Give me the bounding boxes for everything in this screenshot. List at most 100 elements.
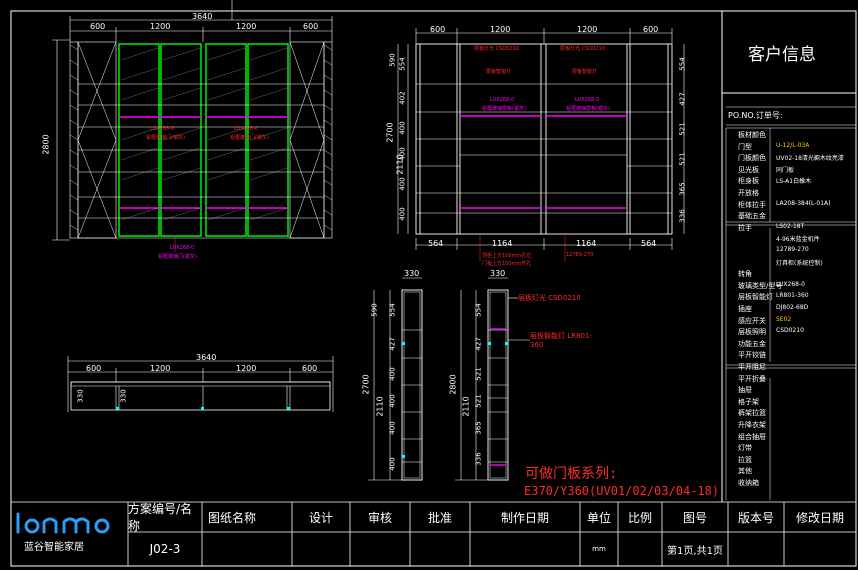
customer-row-label: 拉手 — [738, 223, 752, 232]
int-right-dim-6: 336 — [678, 209, 687, 223]
customer-panel-grid — [725, 106, 856, 500]
customer-row-label: 抽屉 — [738, 386, 752, 395]
side2-dim-3: 521 — [474, 367, 483, 381]
customer-row-label: 门板颜色 — [738, 154, 766, 163]
customer-row-label: 见光板 — [738, 165, 759, 174]
plan-overall-width: 3640 — [196, 353, 217, 362]
customer-row-label: 柜体拉手 — [738, 200, 766, 209]
front-height: 2800 — [41, 134, 51, 155]
customer-row-value: LR801-360 — [776, 292, 809, 300]
side2-callout-2: 层板智能灯 LR801-360 — [530, 332, 592, 349]
int-dim-top-4: 600 — [643, 25, 659, 34]
front-dim-1: 600 — [90, 22, 106, 31]
customer-row-value: LS02-18T — [776, 222, 805, 230]
side1-total-2: 2110 — [375, 396, 385, 417]
customer-row-value: CSD0210 — [776, 327, 804, 335]
plan-dim-4: 600 — [302, 364, 318, 373]
hdr-review: 审核 — [367, 510, 392, 525]
side1-dim-3: 427 — [388, 337, 397, 351]
side2-callout-1: 层板灯光 CSD0210 — [518, 294, 581, 302]
customer-row-label: 组合抽屉 — [738, 432, 766, 441]
int-label-2: 层板灯光 CSD0210 — [560, 46, 605, 52]
customer-row-value: LS-A1白橡木 — [776, 178, 812, 186]
side2-total-2: 2110 — [461, 396, 471, 417]
int-label-3: 层板智能灯 — [486, 69, 512, 75]
customer-row-label: 插座 — [738, 305, 752, 313]
plan-dim-2: 1200 — [150, 364, 171, 373]
front-label-5: LUX268-0 — [170, 245, 195, 251]
int-left-dim-4: 400 — [398, 121, 407, 135]
front-dim-2: 1200 — [150, 22, 171, 31]
front-overall-width: 3640 — [192, 12, 213, 21]
customer-row-label: 层板照明 — [738, 328, 766, 337]
int-left-dim-7: 400 — [398, 207, 407, 221]
hdr-scheme: 方案编号/名称 — [128, 502, 193, 533]
int-right-dim-4: 521 — [678, 152, 687, 166]
hdr-drawing-name: 图纸名称 — [207, 510, 256, 525]
int-label-8: 铝框玻璃层板(银灰) — [566, 106, 610, 112]
customer-row-value: LA208-384(L-01A) — [776, 199, 831, 207]
side1-dim-4: 400 — [388, 367, 397, 381]
side1-dim-2: 554 — [388, 303, 397, 317]
side2-total-1: 2800 — [448, 374, 458, 395]
customer-row-label: 裤架拉篮 — [738, 409, 766, 418]
int-right-dim-3: 521 — [678, 122, 687, 136]
int-left-dim-2: 554 — [398, 57, 407, 71]
int-dim-top-3: 1200 — [577, 25, 598, 34]
int-left-dim-3: 402 — [398, 91, 407, 105]
lanmo-logo-icon — [16, 512, 110, 534]
customer-row-label: 转角 — [738, 270, 752, 279]
side2-dim-5: 365 — [474, 421, 483, 435]
plan-dim-1: 600 — [86, 364, 102, 373]
customer-row-label: 柜身板 — [738, 177, 759, 186]
customer-row-label: 灯带 — [738, 444, 752, 453]
front-dim-3: 1200 — [236, 22, 257, 31]
front-label-1: LUX268-0 — [150, 126, 175, 132]
int-dim-bot-4: 564 — [641, 239, 657, 248]
customer-row-value: 同门板 — [776, 166, 795, 174]
customer-row-label: 其他 — [738, 467, 752, 476]
customer-row-value: 灯具柜(系统控制) — [776, 259, 823, 267]
hdr-design: 设计 — [308, 510, 333, 525]
int-dim-bot-1: 564 — [428, 239, 444, 248]
hdr-unit: 单位 — [586, 510, 611, 525]
int-dim-top-2: 1200 — [490, 25, 511, 34]
plan-depth-2: 330 — [119, 389, 128, 403]
unit-value: mm — [592, 545, 606, 553]
customer-row-value: UV02-18清光橱木纹亮漆 — [776, 155, 844, 163]
customer-row-label: 功能五金 — [738, 339, 766, 348]
side2-depth: 330 — [490, 269, 506, 278]
int-right-dim-1: 554 — [678, 57, 687, 71]
int-left-dim-6: 400 — [398, 177, 407, 191]
front-label-6: 铝框玻璃门(银灰) — [158, 254, 197, 260]
side2-dim-6: 336 — [474, 452, 483, 466]
plan-dim-3: 1200 — [236, 364, 257, 373]
int-left-dim-1: 590 — [388, 53, 397, 67]
hdr-date: 制作日期 — [500, 510, 549, 525]
front-elevation — [52, 0, 333, 252]
int-label-1: 层板灯光 CSD0210 — [474, 46, 519, 52]
int-left-dim-5: 400 — [398, 147, 407, 161]
front-label-2: 铝框玻璃门(银灰) — [146, 135, 185, 141]
side1-depth: 330 — [404, 269, 420, 278]
brand-logo: lanmo — [14, 510, 124, 538]
customer-panel-title: 客户信息 — [748, 45, 816, 65]
customer-row-label: 玻璃类型/型号 — [738, 281, 783, 290]
door-series-line1: 可做门板系列: — [525, 466, 618, 482]
title-block-grid — [11, 501, 856, 566]
side2-dim-2: 427 — [474, 337, 483, 351]
drawing-border — [10, 10, 857, 567]
customer-row-value: U-12/L-03A — [776, 141, 810, 149]
side1-dim-1: 590 — [370, 303, 379, 317]
side-section-2 — [455, 277, 530, 481]
int-label-7: LUX268-0 — [575, 97, 600, 103]
customer-row-label: 开放格 — [738, 189, 759, 197]
customer-row-label: 门型 — [738, 142, 752, 151]
po-label: PO.NO.订单号: — [728, 111, 783, 120]
hdr-approve: 批准 — [427, 510, 452, 525]
customer-row-label: 板材颜色 — [738, 131, 766, 139]
side2-dim-4: 521 — [474, 394, 483, 408]
int-label-5: LUX268-0 — [490, 97, 515, 103]
customer-row-label: 平开铰链 — [738, 351, 766, 360]
